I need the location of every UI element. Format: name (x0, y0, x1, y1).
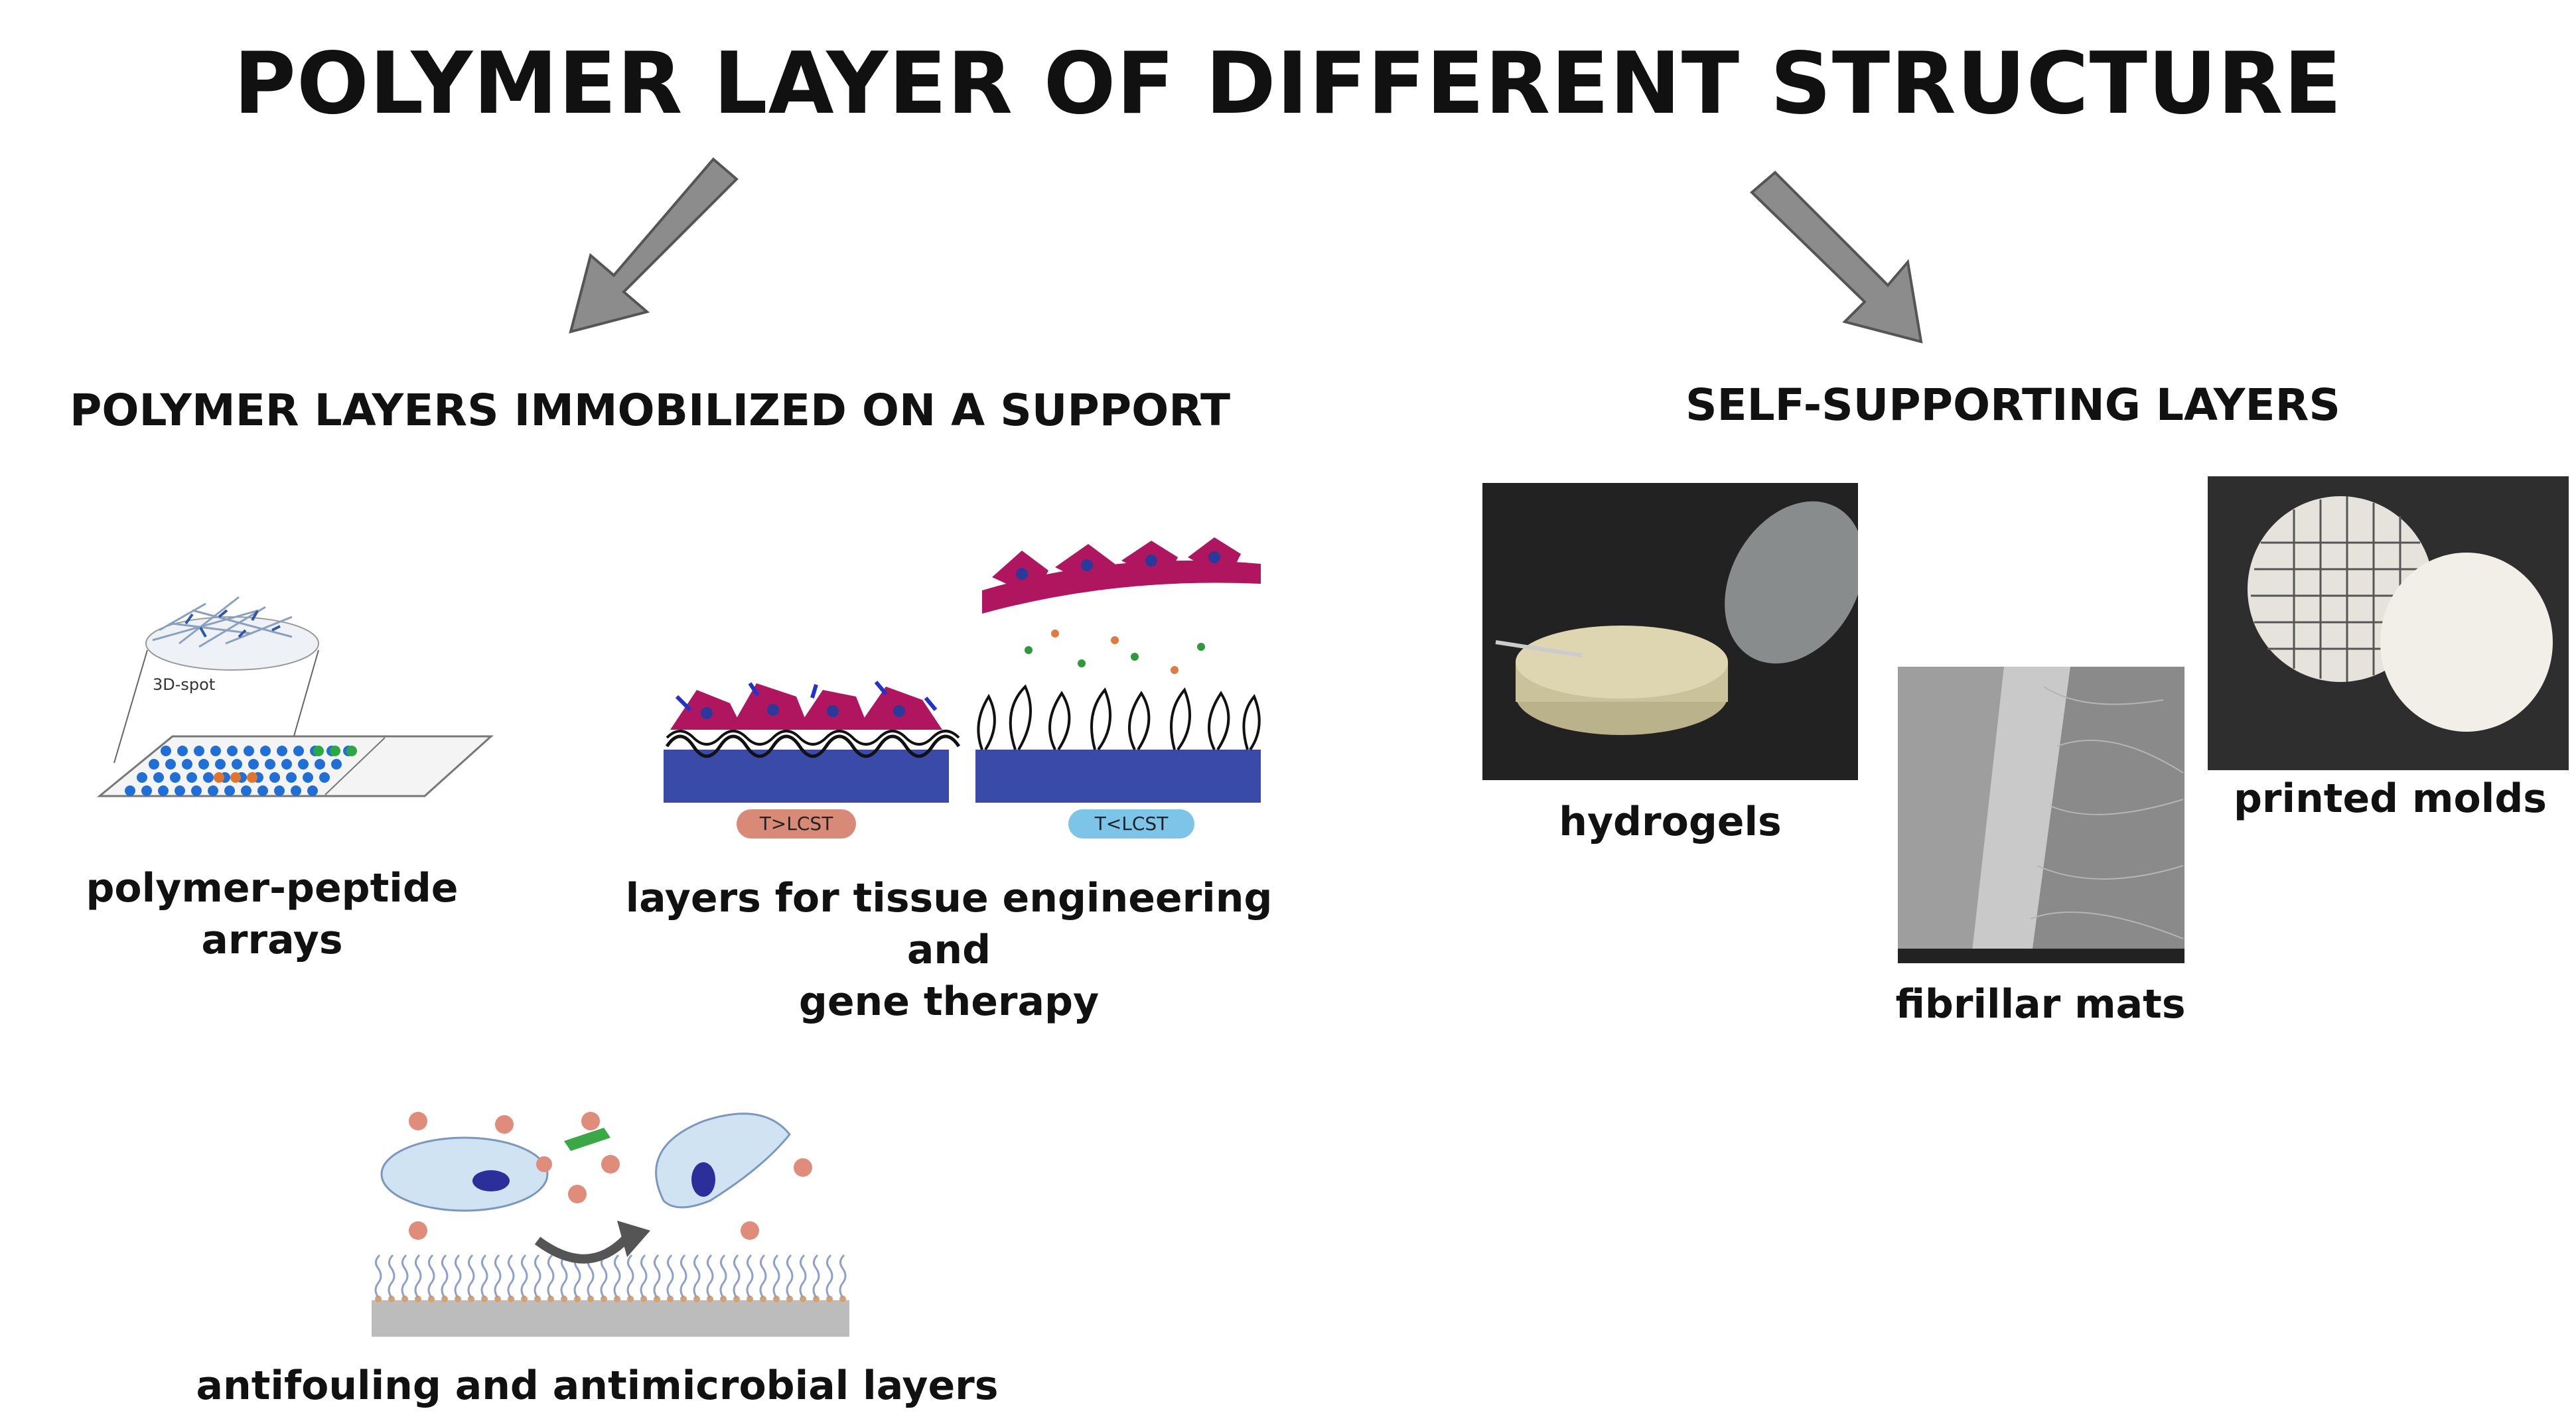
caption-tissue-line2: gene therapy (798, 978, 1100, 1025)
tissue-engineering-figure: T>LCST T<LCST (664, 537, 1261, 839)
arrow-left-icon (569, 157, 739, 334)
fibrillar-mats-photo (1898, 667, 2184, 963)
polymer-peptide-array-figure: 3D-spot (96, 596, 494, 797)
tag-hot: T>LCST (759, 813, 833, 835)
caption-fibrillar-mats: fibrillar mats (1895, 981, 2186, 1028)
page-title: POLYMER LAYER OF DIFFERENT STRUCTURE (234, 34, 2342, 133)
hydrogels-photo (1482, 483, 1858, 780)
caption-polymer-peptide-arrays: polymer-peptide arrays (86, 865, 459, 963)
caption-tissue-engineering: layers for tissue engineering and gene t… (584, 872, 1314, 1028)
caption-printed-molds: printed molds (2233, 775, 2547, 822)
tag-cold: T<LCST (1094, 813, 1169, 835)
caption-tissue-line1: layers for tissue engineering and (625, 875, 1273, 973)
caption-hydrogels: hydrogels (1559, 799, 1782, 845)
array-spot-label: 3D-spot (153, 675, 215, 694)
printed-molds-photo (2208, 476, 2569, 770)
heading-immobilized: POLYMER LAYERS IMMOBILIZED ON A SUPPORT (70, 385, 1231, 436)
caption-antifouling: antifouling and antimicrobial layers (196, 1363, 999, 1409)
heading-self-supporting: SELF-SUPPORTING LAYERS (1685, 379, 2340, 431)
arrow-right-icon (1750, 170, 1923, 344)
antifouling-figure (372, 1112, 849, 1337)
